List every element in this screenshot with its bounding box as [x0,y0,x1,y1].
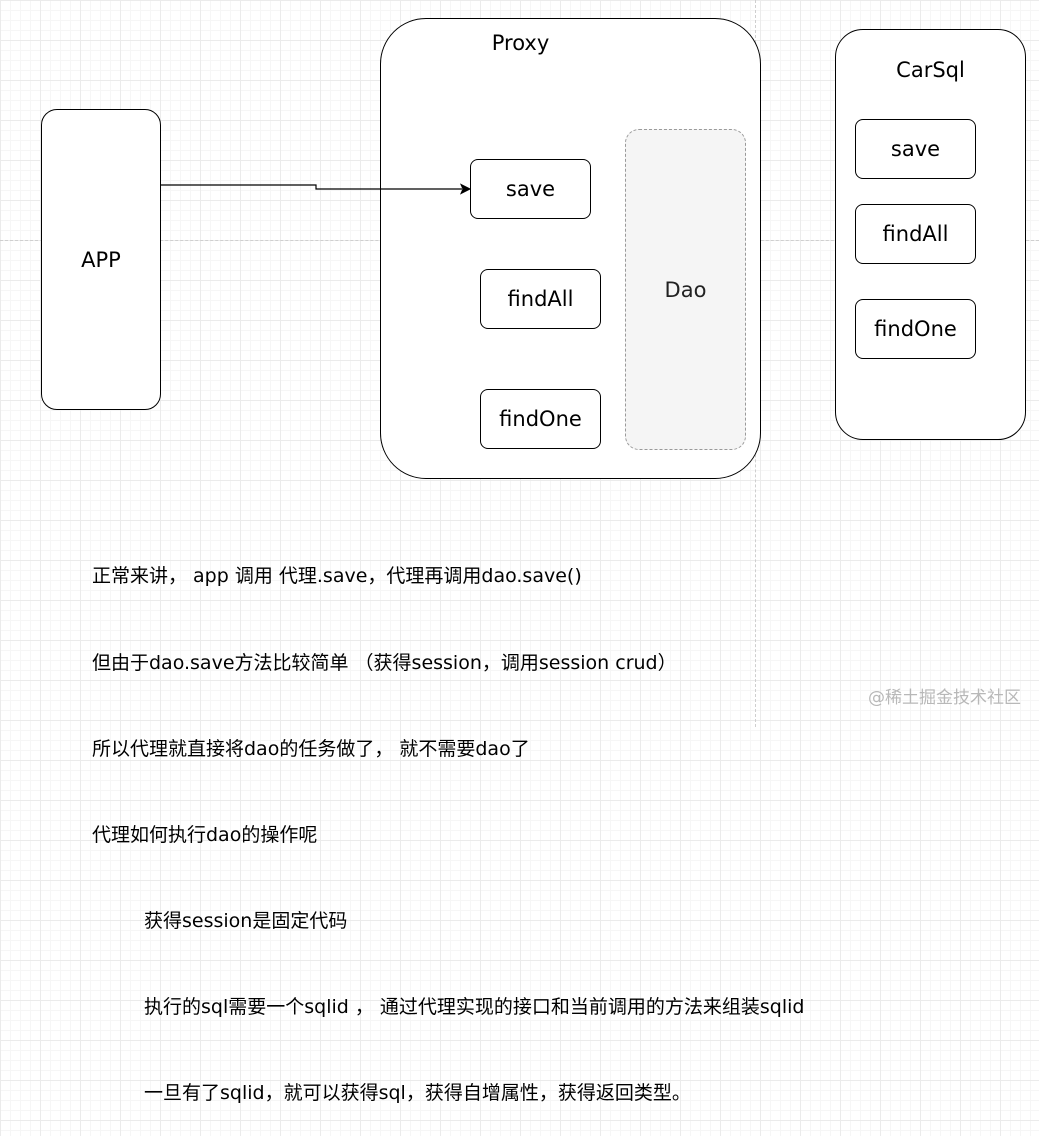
proxy-save-label: save [505,177,556,201]
note-line: 所以代理就直接将dao的任务做了， 就不需要dao了 [92,737,530,760]
notes-block: 正常来讲， app 调用 代理.save，代理再调用dao.save() 但由于… [92,505,804,1136]
note-line: 但由于dao.save方法比较简单 （获得session，调用session c… [92,651,677,674]
app-box[interactable]: APP [41,109,161,410]
carsql-findall-box[interactable]: findAll [855,204,976,264]
proxy-findone-label: findOne [499,407,582,431]
app-label: APP [81,247,121,272]
carsql-findone-box[interactable]: findOne [855,299,976,359]
proxy-save-box[interactable]: save [470,159,591,219]
proxy-title: Proxy [491,31,550,55]
connector-layer [161,183,472,195]
proxy-findone-box[interactable]: findOne [480,389,601,449]
proxy-findall-label: findAll [507,287,574,311]
carsql-title: CarSql [896,58,965,82]
proxy-findall-box[interactable]: findAll [480,269,601,329]
arrowhead-icon [459,183,472,195]
note-line: 获得session是固定代码 [144,909,348,932]
dao-label: Dao [664,277,707,302]
note-line: 代理如何执行dao的操作呢 [92,823,318,846]
dao-box[interactable]: Dao [625,129,746,450]
note-line: 正常来讲， app 调用 代理.save，代理再调用dao.save() [92,565,582,588]
carsql-save-label: save [890,137,941,161]
watermark: @稀土掘金技术社区 [868,688,1021,708]
note-line: 一旦有了sqlid，就可以获得sql，获得自增属性，获得返回类型。 [144,1081,691,1104]
app-to-save-connector [161,184,462,190]
carsql-save-box[interactable]: save [855,119,976,179]
carsql-findone-label: findOne [874,317,957,341]
carsql-findall-label: findAll [882,222,949,246]
note-line: 执行的sql需要一个sqlid ， 通过代理实现的接口和当前调用的方法来组装sq… [144,995,805,1018]
